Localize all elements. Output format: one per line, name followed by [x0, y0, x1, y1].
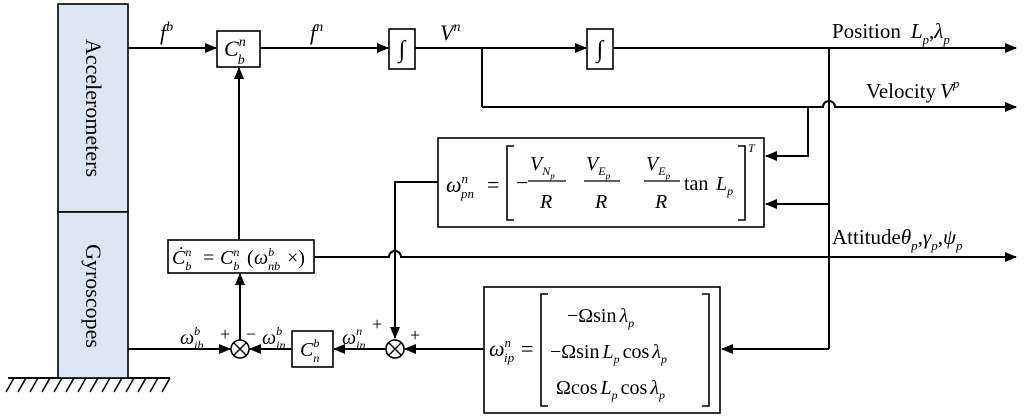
line-wpn-to-sum — [390, 181, 438, 339]
ground-hatch — [5, 377, 171, 393]
sign-plus-3: + — [410, 325, 420, 345]
svg-text:=: = — [521, 336, 533, 361]
wip-equation-block — [483, 286, 721, 414]
svg-text:Ċnb: Ċnb — [172, 245, 191, 273]
svg-text:R: R — [654, 191, 667, 213]
integrator-1-block — [388, 28, 416, 70]
line-velocity-feedback — [765, 107, 809, 161]
svg-text:=: = — [203, 247, 214, 269]
svg-text:T: T — [748, 141, 756, 155]
integrator-2-symbol: ∫ — [595, 37, 605, 64]
sign-plus-2: + — [372, 314, 382, 334]
svg-text:VNp: VNp — [530, 153, 555, 181]
svg-text:=: = — [487, 172, 499, 197]
cnb-block — [291, 330, 334, 368]
svg-text:R: R — [539, 191, 552, 213]
integrator-1-symbol: ∫ — [397, 37, 407, 64]
svg-text:Cnb: Cnb — [220, 245, 239, 273]
svg-text:VEp: VEp — [586, 153, 611, 181]
label-fb: fb — [160, 20, 173, 45]
svg-text:VEp: VEp — [646, 153, 671, 181]
gyroscopes-label: Gyroscopes — [81, 244, 106, 348]
svg-text:×): ×) — [287, 247, 305, 269]
svg-text:(: ( — [247, 247, 254, 269]
gyroscopes-block — [57, 211, 129, 379]
cdot-equation-block — [167, 239, 315, 274]
svg-text:Lp: Lp — [715, 173, 733, 198]
label-vn: Vn — [440, 20, 460, 45]
svg-text:−: − — [516, 170, 528, 195]
accelerometers-label: Accelerometers — [81, 39, 106, 177]
attitude-output-label: Attitudeθp,γp,ψp — [832, 225, 963, 253]
svg-text:tan: tan — [684, 173, 708, 195]
svg-text:R: R — [594, 191, 607, 213]
cbn-block — [216, 30, 261, 68]
sign-plus-1: + — [220, 324, 230, 344]
sign-minus-1: − — [246, 324, 256, 344]
label-fn: fn — [310, 20, 323, 45]
wpn-equation-block — [437, 137, 765, 228]
